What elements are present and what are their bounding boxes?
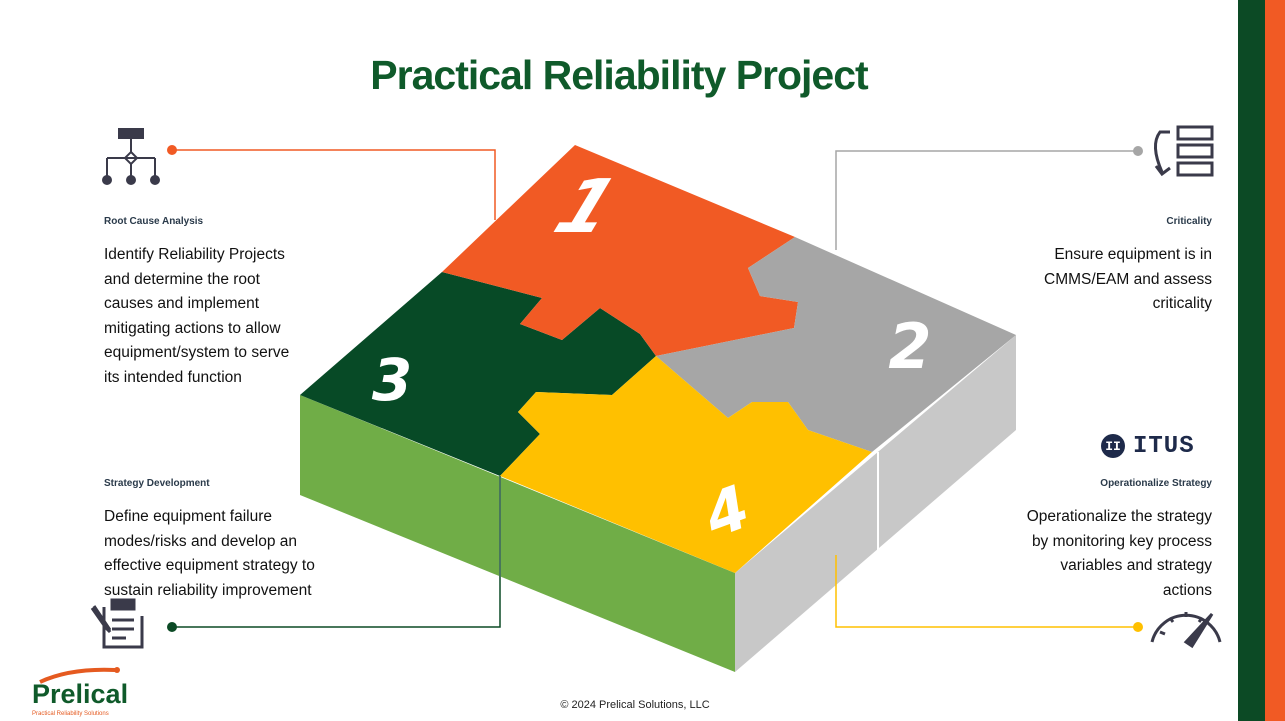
itus-mark: II xyxy=(1101,434,1125,458)
logo-name: Prelical xyxy=(32,679,129,709)
text-line: Identify Reliability Projects xyxy=(104,246,285,263)
connector-dot-strategy-dev xyxy=(167,622,177,632)
puzzle-piece-3-shape xyxy=(300,272,656,476)
clipboard-edit-icon xyxy=(90,598,144,649)
hierarchy-icon xyxy=(102,128,160,185)
text-line: effective equipment strategy to xyxy=(104,557,315,574)
itus-wordmark: ITUS xyxy=(1133,432,1195,460)
text-line: Ensure equipment is in xyxy=(1054,246,1212,263)
priority-list-icon xyxy=(1154,125,1214,177)
edge-band-orange xyxy=(1265,0,1285,721)
gauge-icon xyxy=(1150,612,1222,649)
logo-swoosh-dot xyxy=(114,667,120,673)
text-line: by monitoring key process xyxy=(1031,532,1212,550)
text-line: mitigating actions to allow xyxy=(104,319,281,337)
criticality-heading: Criticality xyxy=(1166,216,1212,227)
text-line: and determine the root xyxy=(104,270,260,288)
connector-criticality xyxy=(835,150,1138,250)
logo-tagline: Practical Reliability Solutions xyxy=(32,711,109,717)
operationalize-heading: Operationalize Strategy xyxy=(1100,478,1212,489)
puzzle-piece-1-shape xyxy=(442,145,798,356)
text-line: causes and implement xyxy=(104,295,260,312)
root-cause-text: Identify Reliability Projects and determ… xyxy=(104,243,289,390)
page-title: Practical Reliability Project xyxy=(370,52,868,98)
puzzle-side-right xyxy=(735,335,1016,672)
connector-strategy-dev xyxy=(172,476,501,628)
puzzle-number-2: 2 xyxy=(888,310,931,383)
edge-band-green xyxy=(1238,0,1265,721)
text-line: Define equipment failure xyxy=(104,508,273,525)
connector-dot-operationalize xyxy=(1133,622,1143,632)
puzzle-side-left xyxy=(300,395,735,672)
text-line: modes/risks and develop an xyxy=(104,532,298,550)
strategy-dev-text: Define equipment failure modes/risks and… xyxy=(104,505,315,603)
strategy-dev-heading: Strategy Development xyxy=(104,478,210,489)
logo-swoosh xyxy=(39,667,116,684)
text-line: variables and strategy xyxy=(1060,557,1212,574)
root-cause-heading: Root Cause Analysis xyxy=(104,216,204,227)
connector-dot-criticality xyxy=(1133,146,1143,156)
operationalize-text: Operationalize the strategy by monitorin… xyxy=(1027,505,1212,603)
footer-copyright: © 2024 Prelical Solutions, LLC xyxy=(560,699,710,711)
text-line: sustain reliability improvement xyxy=(104,581,312,599)
puzzle-piece-4-shape xyxy=(500,356,872,573)
text-line: criticality xyxy=(1152,295,1212,312)
connector-dot-root-cause xyxy=(167,145,177,155)
text-line: its intended function xyxy=(104,368,242,386)
puzzle-graphic: 1 2 3 4 xyxy=(39,125,1222,684)
connector-root-cause xyxy=(172,149,496,220)
criticality-text: Ensure equipment is in CMMS/EAM and asse… xyxy=(1044,243,1212,317)
text-line: Operationalize the strategy xyxy=(1026,508,1212,525)
itus-logo: II ITUS xyxy=(1101,432,1195,460)
puzzle-number-3: 3 xyxy=(372,346,412,414)
prelical-logo: Prelical Practical Reliability Solutions xyxy=(32,667,142,721)
text-line: equipment/system to serve xyxy=(104,344,290,361)
puzzle-piece-2-shape xyxy=(656,237,1016,452)
text-line: CMMS/EAM and assess xyxy=(1044,270,1212,288)
text-line: actions xyxy=(1162,581,1212,599)
connector-operationalize xyxy=(835,555,1138,628)
